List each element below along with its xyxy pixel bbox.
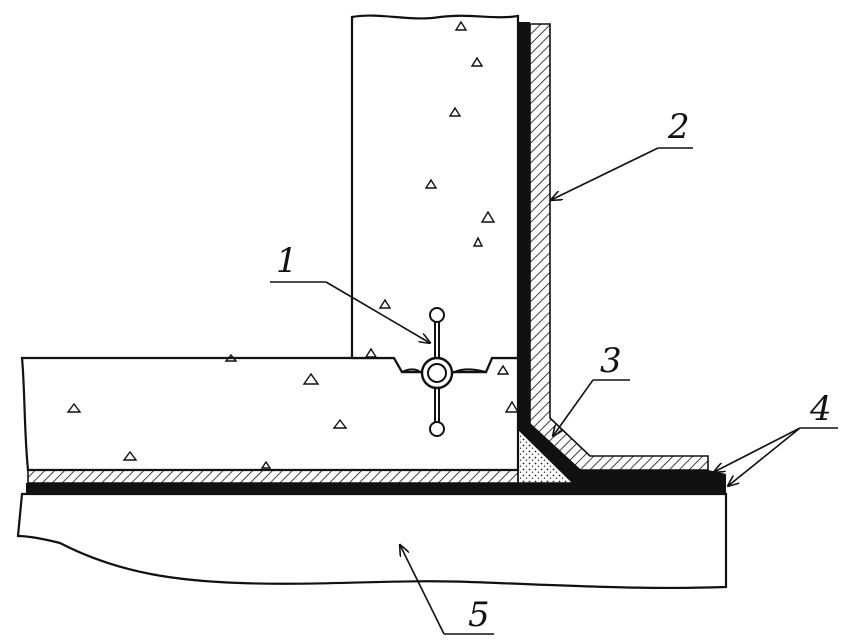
wall [350, 14, 520, 374]
label-2: 2 [667, 107, 690, 147]
label-1: 1 [276, 241, 298, 281]
waterstop [401, 307, 487, 437]
bottom-membrane [26, 483, 726, 494]
base-soil [16, 492, 728, 590]
slab-protective-layer [27, 469, 519, 484]
label-5: 5 [468, 595, 490, 635]
aggregate-marks [66, 20, 520, 469]
leader-1 [325, 281, 430, 343]
leader-4a [714, 427, 801, 472]
wall-membrane [518, 22, 708, 483]
wall-protective-layer [529, 23, 709, 471]
label-3: 3 [600, 341, 622, 381]
label-4: 4 [809, 389, 832, 429]
leader-5 [400, 545, 445, 635]
leader-3 [553, 379, 594, 436]
membrane-step [708, 470, 726, 483]
leader-4b [728, 427, 801, 486]
leader-2 [551, 147, 659, 200]
